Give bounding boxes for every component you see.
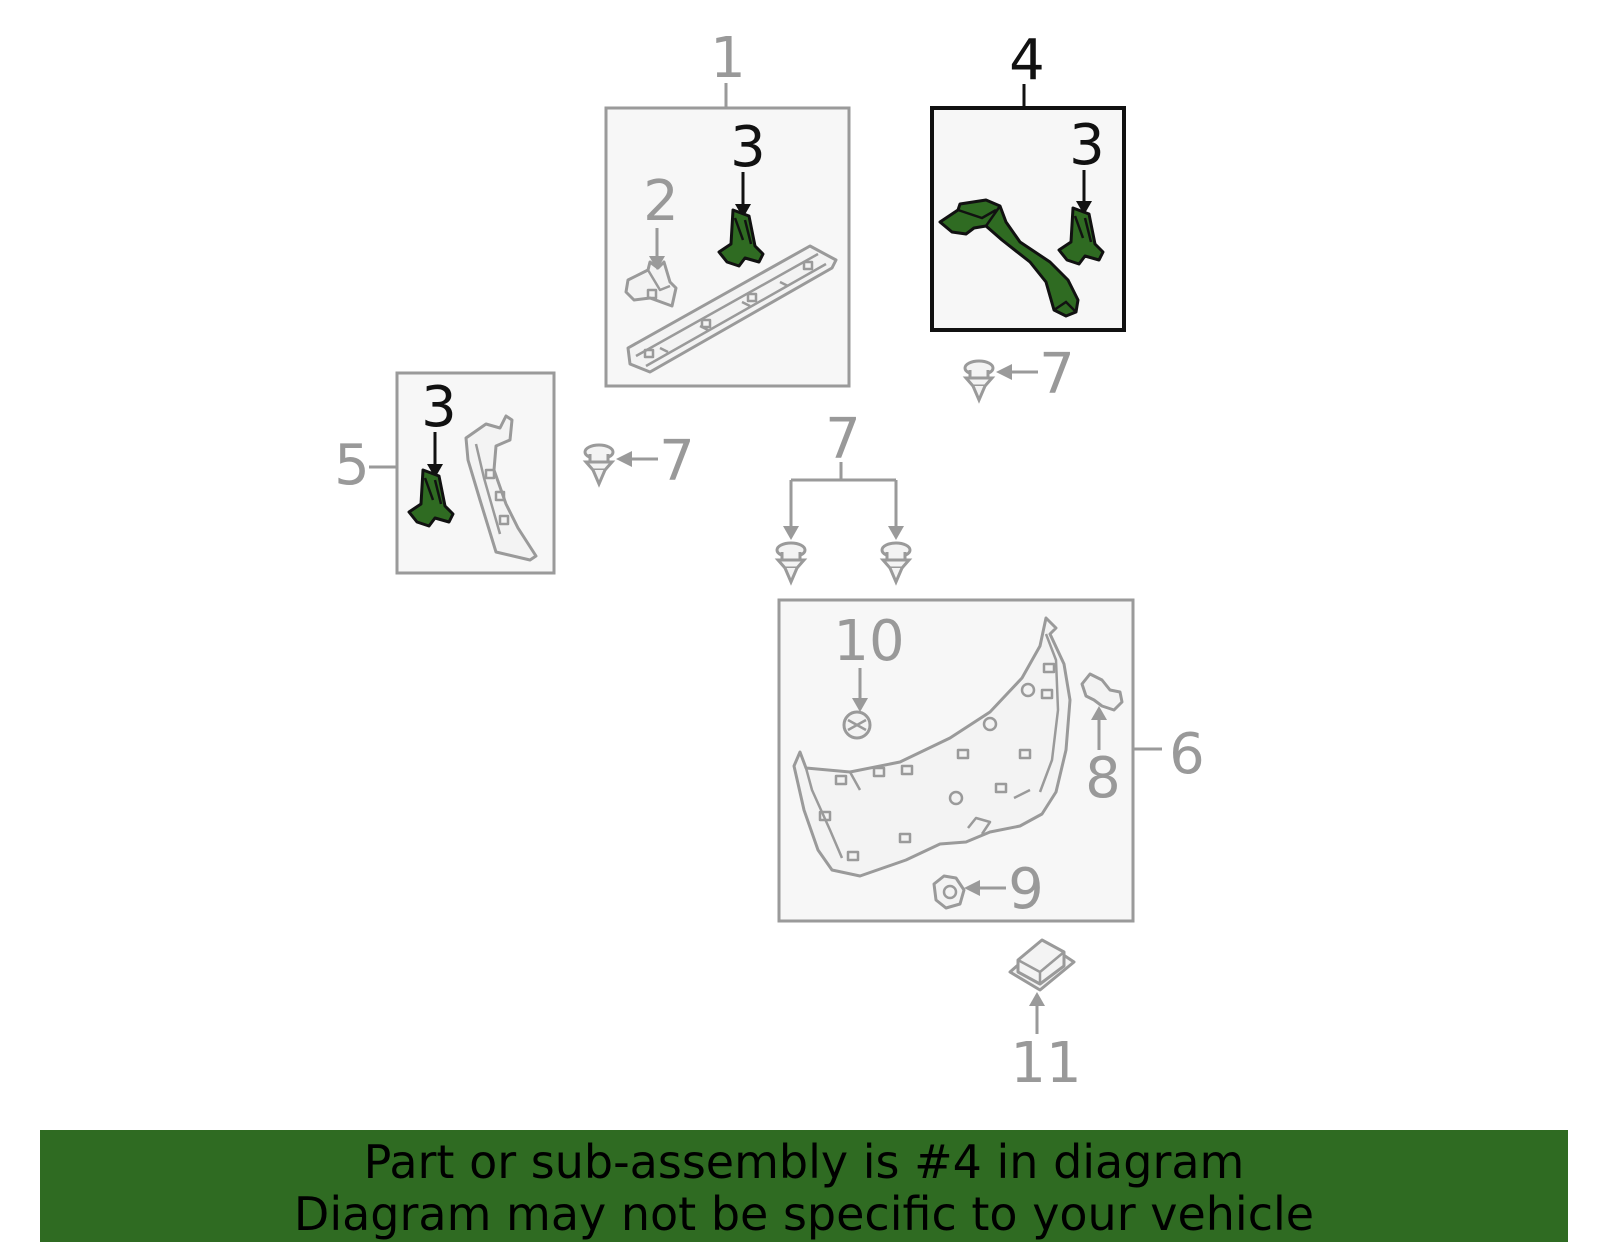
callout-1: 1 bbox=[710, 26, 746, 91]
pin-7-pair: 7 bbox=[775, 407, 912, 584]
callout-4: 4 bbox=[1009, 28, 1045, 93]
part-8-clip[interactable] bbox=[1080, 672, 1124, 712]
group-4: 4 3 bbox=[930, 28, 1126, 332]
group-11: 11 bbox=[1008, 938, 1082, 1096]
part-liftgate-trim-panel[interactable] bbox=[792, 616, 1072, 878]
arrow-10 bbox=[852, 698, 868, 712]
arrow-9 bbox=[964, 880, 980, 896]
callout-10: 10 bbox=[833, 609, 904, 674]
info-banner: Part or sub-assembly is #4 in diagram Di… bbox=[40, 1130, 1568, 1242]
arrow-7-middle-left bbox=[616, 451, 632, 467]
pin-7-upper-right: 7 bbox=[963, 342, 1075, 407]
part-11-pad[interactable] bbox=[1008, 938, 1076, 992]
banner-line-2: Diagram may not be specific to your vehi… bbox=[293, 1187, 1315, 1241]
arrow-3-group-5 bbox=[427, 464, 443, 478]
callout-3-group-1: 3 bbox=[730, 115, 766, 180]
callout-7-pair: 7 bbox=[825, 407, 861, 472]
group-6: 6 10 bbox=[777, 598, 1205, 923]
part-pillar-trim[interactable] bbox=[464, 414, 538, 562]
callout-3-group-4: 3 bbox=[1069, 113, 1105, 178]
arrow-2 bbox=[649, 256, 665, 270]
arrow-3-group-1 bbox=[735, 204, 751, 218]
callout-5: 5 bbox=[334, 433, 370, 498]
group-5: 5 3 bbox=[334, 371, 556, 575]
arrow-7-pair-left bbox=[783, 526, 799, 540]
part-4-trim-panel[interactable] bbox=[938, 198, 1080, 318]
part-2-bracket[interactable] bbox=[624, 260, 678, 308]
callout-11: 11 bbox=[1010, 1031, 1081, 1096]
part-7-pushpin[interactable] bbox=[963, 359, 995, 402]
arrow-7-upper-right bbox=[996, 364, 1012, 380]
arrow-7-pair-right bbox=[888, 526, 904, 540]
part-scuff-plate[interactable] bbox=[626, 244, 838, 374]
callout-6: 6 bbox=[1169, 722, 1205, 787]
pin-7-middle-left: 7 bbox=[583, 429, 695, 494]
callout-7-upper-right: 7 bbox=[1039, 342, 1075, 407]
leader-7-pair bbox=[789, 462, 898, 528]
callout-8: 8 bbox=[1085, 746, 1121, 811]
arrow-3-group-4 bbox=[1076, 201, 1092, 215]
part-7-pushpin-left[interactable] bbox=[775, 541, 807, 584]
callout-9: 9 bbox=[1008, 857, 1044, 922]
arrow-8 bbox=[1091, 706, 1107, 720]
part-10-plug[interactable] bbox=[842, 710, 872, 740]
part-7-pushpin-right[interactable] bbox=[880, 541, 912, 584]
callout-2: 2 bbox=[643, 169, 679, 234]
banner-line-1: Part or sub-assembly is #4 in diagram bbox=[363, 1135, 1245, 1189]
callout-7-middle-left: 7 bbox=[659, 429, 695, 494]
callout-3-group-5: 3 bbox=[421, 375, 457, 440]
part-7-pushpin[interactable] bbox=[583, 443, 615, 486]
group-1: 1 2 3 bbox=[604, 26, 851, 388]
part-9-clip[interactable] bbox=[932, 874, 966, 910]
arrow-11 bbox=[1029, 992, 1045, 1006]
